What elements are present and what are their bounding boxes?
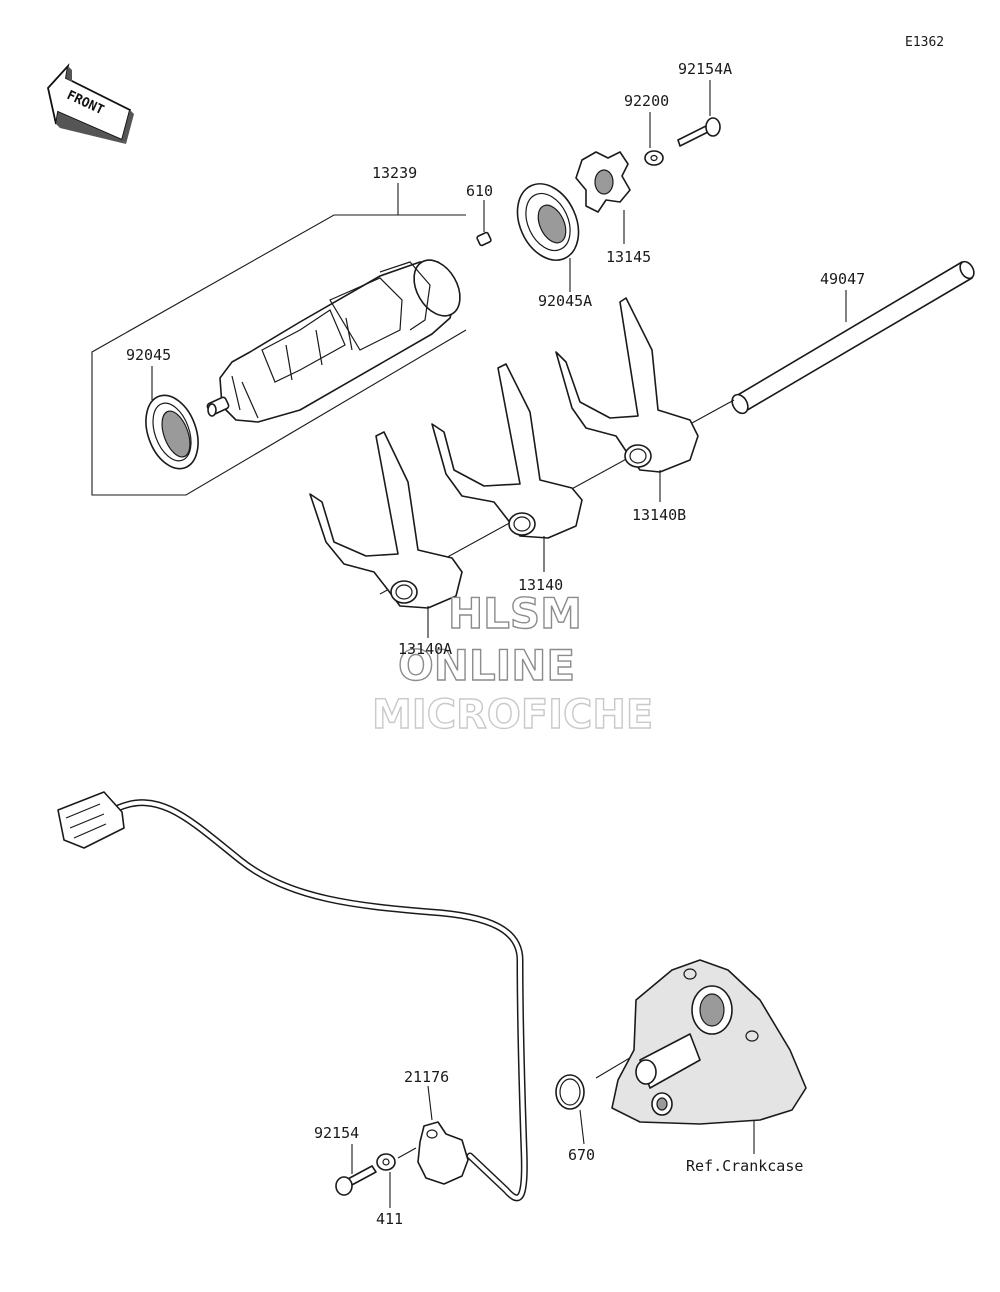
watermark-line-3: MICROFICHE (372, 692, 653, 738)
o-ring-670 (555, 1074, 585, 1110)
washer-92200 (644, 150, 664, 166)
label-21176: 21176 (404, 1068, 449, 1086)
watermark-line-1: HLSM (448, 589, 582, 638)
gear-position-sensor-21176 (417, 1121, 469, 1185)
label-411: 411 (376, 1210, 403, 1228)
label-610: 610 (466, 182, 493, 200)
front-direction-arrow-icon: FRONT (47, 63, 134, 144)
part-labels: 92154A 92200 13145 13239 610 92045A 4904… (126, 60, 865, 1228)
label-13140: 13140 (518, 576, 563, 594)
label-13145: 13145 (606, 248, 651, 266)
gear-position-sensor-harness (57, 791, 528, 1202)
label-92045A: 92045A (538, 292, 592, 310)
label-670: 670 (568, 1146, 595, 1164)
label-13140A: 13140A (398, 640, 452, 658)
label-92154: 92154 (314, 1124, 359, 1142)
label-13140B: 13140B (632, 506, 686, 524)
watermark: HLSM ONLINE MICROFICHE (371, 588, 654, 738)
label-13239: 13239 (372, 164, 417, 182)
label-92154A: 92154A (678, 60, 732, 78)
crankcase-reference (611, 959, 807, 1125)
shift-drum-cam-13145 (575, 151, 631, 213)
bolt-92154 (335, 1165, 377, 1196)
diagram-code: E1362 (905, 35, 944, 50)
bearing-92045A (516, 183, 580, 261)
label-49047: 49047 (820, 270, 865, 288)
bolt-92154A (677, 117, 721, 147)
shift-fork-13140 (431, 363, 583, 539)
washer-411 (376, 1153, 396, 1171)
oil-seal-92045 (145, 394, 199, 470)
pin-610 (476, 231, 492, 247)
shift-fork-13140B (555, 297, 699, 473)
drum-assembly-bracket (91, 214, 467, 496)
watermark-line-2: ONLINE (398, 641, 575, 690)
label-ref-crankcase: Ref.Crankcase (686, 1157, 803, 1175)
shift-drum (206, 259, 461, 423)
shift-fork-13140A (309, 431, 463, 609)
label-92200: 92200 (624, 92, 669, 110)
label-92045: 92045 (126, 346, 171, 364)
shift-rod-49047 (731, 260, 975, 415)
